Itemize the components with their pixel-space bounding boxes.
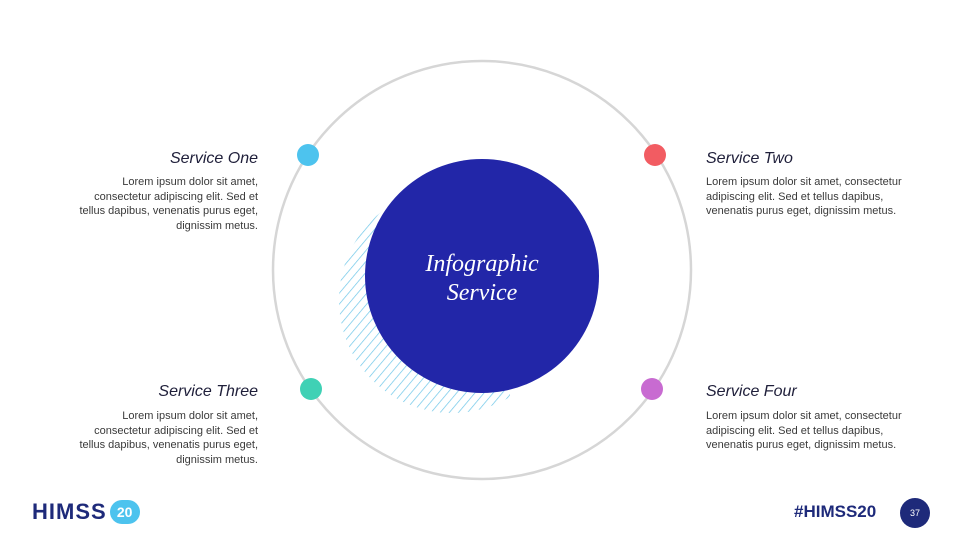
page-number: 37 bbox=[900, 498, 930, 528]
service-one-description: Lorem ipsum dolor sit amet, consectetur … bbox=[79, 176, 258, 232]
service-two-description: Lorem ipsum dolor sit amet, consectetur … bbox=[706, 176, 902, 217]
service-four-description: Lorem ipsum dolor sit amet, consectetur … bbox=[706, 410, 902, 451]
service-three-dot bbox=[300, 378, 322, 400]
service-two-title: Service Two bbox=[706, 150, 793, 167]
service-three-description: Lorem ipsum dolor sit amet, consectetur … bbox=[79, 410, 258, 466]
logo-text: HIMSS bbox=[32, 499, 107, 524]
service-one-dot bbox=[297, 144, 319, 166]
center-circle bbox=[365, 159, 599, 393]
logo-badge: 20 bbox=[109, 500, 140, 524]
service-four-title: Service Four bbox=[706, 383, 797, 400]
center-title-line2: Service bbox=[446, 280, 518, 306]
hashtag: #HIMSS20 bbox=[794, 502, 877, 521]
service-four-dot bbox=[641, 378, 663, 400]
service-one-title: Service One bbox=[169, 150, 258, 167]
center-title-line1: Infographic bbox=[425, 251, 539, 277]
center-title: Infographic Service bbox=[382, 250, 582, 308]
service-three-title: Service Three bbox=[158, 383, 258, 400]
outer-ring bbox=[271, 59, 693, 481]
service-two-dot bbox=[644, 144, 666, 166]
himss-logo: HIMSS 20 bbox=[32, 498, 140, 526]
